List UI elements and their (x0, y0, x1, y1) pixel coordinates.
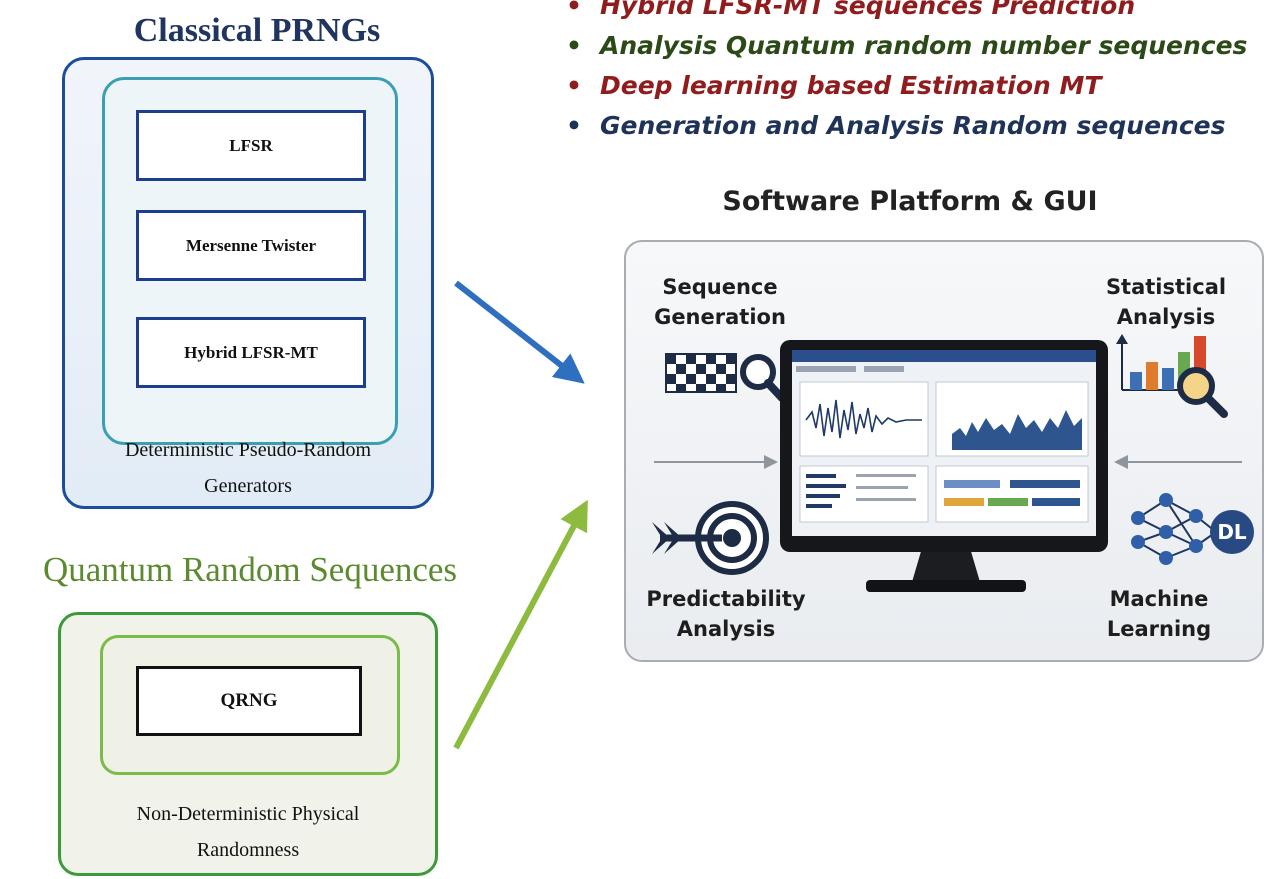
bullet-dot: • (566, 31, 582, 60)
machine-learning-label: Machine Learning (1084, 584, 1234, 644)
monitor-icon (780, 340, 1108, 592)
quantum-caption: Non-Deterministic Physical Randomness (70, 796, 426, 868)
left-input-arrow-icon (654, 455, 778, 469)
quantum-sequences-title: Quantum Random Sequences (42, 550, 458, 589)
bullet-dot: • (566, 0, 582, 20)
mersenne-twister-box: Mersenne Twister (136, 210, 366, 281)
classical-caption-line1: Deterministic Pseudo-Random (124, 439, 372, 461)
dl-badge: DL (1217, 520, 1247, 544)
bullet-dot: • (566, 111, 582, 140)
right-input-arrow-icon (1114, 455, 1242, 469)
predictability-analysis-line1: Predictability (646, 587, 806, 611)
hybrid-lfsr-mt-box: Hybrid LFSR-MT (136, 317, 366, 388)
bullet-dot: • (566, 71, 582, 100)
classical-caption-line2: Generators (204, 475, 292, 497)
statistical-analysis-line2: Analysis (1116, 305, 1216, 329)
predictability-analysis-line2: Analysis (676, 617, 776, 641)
statistical-analysis-label: Statistical Analysis (1086, 272, 1246, 332)
bullet-text: Analysis Quantum random number sequences (600, 31, 1248, 60)
sequence-generation-line1: Sequence (662, 275, 778, 299)
bullet-item: • Analysis Quantum random number sequence… (566, 26, 1264, 66)
neural-network-icon (1131, 493, 1254, 565)
quantum-caption-line2: Randomness (196, 839, 300, 861)
checkerboard-magnifier-icon (665, 353, 786, 402)
quantum-to-platform-arrow (453, 499, 588, 750)
sequence-generation-line2: Generation (654, 305, 786, 329)
objectives-list: • Hybrid LFSR-MT sequences Prediction • An… (566, 0, 1264, 146)
machine-learning-line1: Machine (1109, 587, 1209, 611)
bullet-text: Hybrid LFSR-MT sequences Prediction (600, 0, 1136, 20)
bullet-item: • Deep learning based Estimation MT (566, 66, 1264, 106)
lfsr-box: LFSR (136, 110, 366, 181)
bullet-item: • Hybrid LFSR-MT sequences Prediction (566, 0, 1264, 26)
classical-prngs-title: Classical PRNGs (133, 12, 381, 49)
bar-chart-magnifier-icon (1116, 334, 1228, 418)
qrng-box: QRNG (136, 666, 362, 736)
bullet-item: • Generation and Analysis Random sequence… (566, 106, 1264, 146)
bullet-text: Generation and Analysis Random sequences (600, 111, 1226, 140)
target-arrow-icon (652, 501, 769, 575)
platform-title: Software Platform & GUI (722, 186, 1098, 217)
sequence-generation-label: Sequence Generation (640, 272, 800, 332)
quantum-caption-line1: Non-Deterministic Physical (136, 803, 360, 825)
statistical-analysis-line1: Statistical (1105, 275, 1227, 299)
bullet-text: Deep learning based Estimation MT (600, 71, 1102, 100)
classical-to-platform-arrow (454, 280, 585, 384)
classical-caption: Deterministic Pseudo-Random Generators (70, 432, 426, 504)
predictability-analysis-label: Predictability Analysis (636, 584, 816, 644)
machine-learning-line2: Learning (1106, 617, 1212, 641)
